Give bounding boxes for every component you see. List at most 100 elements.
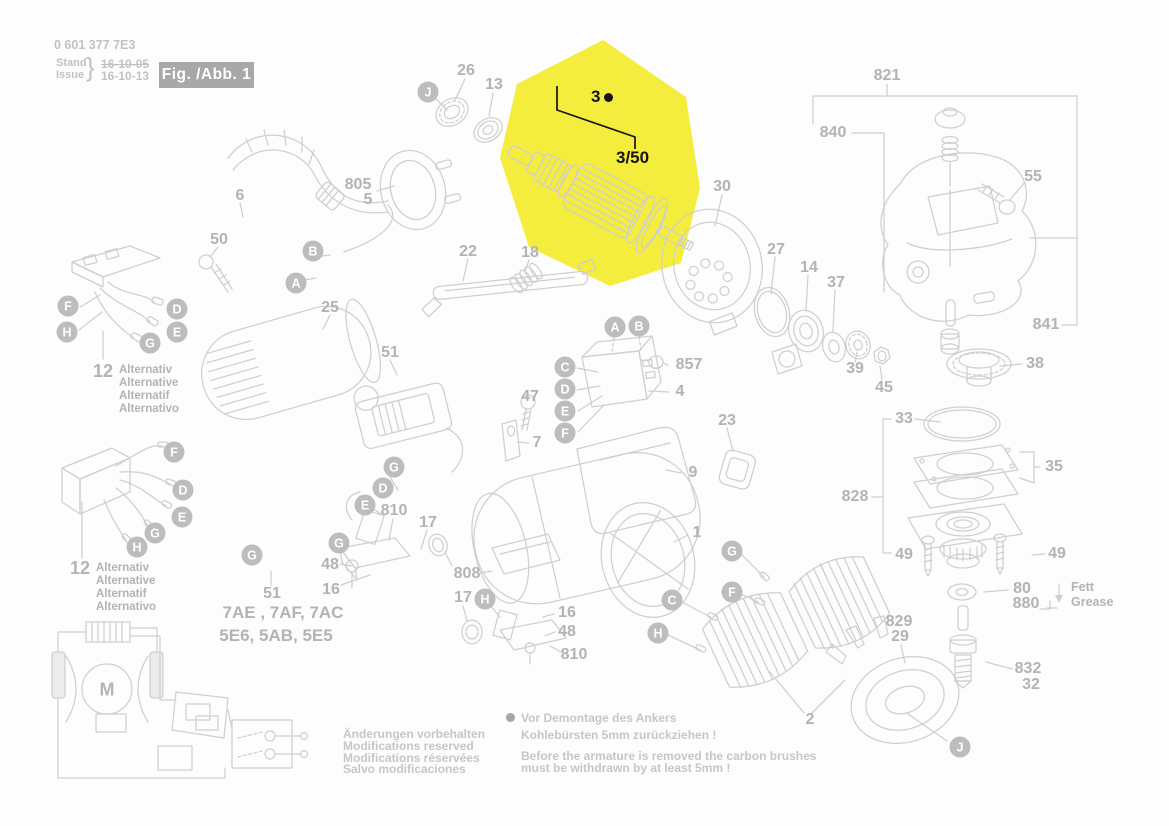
part-label-23-14: 23 — [718, 412, 736, 429]
part-label-4-13: 4 — [675, 383, 685, 400]
part-label-16-47: 16 — [558, 604, 576, 621]
terminal-badge-A-18: A — [604, 316, 626, 338]
terminal-badge-A-2: A — [285, 272, 307, 294]
part-label-810-49: 810 — [560, 646, 588, 663]
warning-en-line2: must be withdrawn by at least 5mm ! — [521, 761, 731, 775]
figure-badge: Fig. /Abb. 1 — [159, 62, 254, 88]
warning-de-line2: Kohlebürsten 5mm zurückziehen ! — [521, 728, 717, 742]
grease-label-en: Grease — [1071, 595, 1114, 609]
part-label-2-17: 2 — [805, 711, 815, 728]
part-label-821-24: 821 — [873, 67, 901, 84]
part-label-48-43: 48 — [321, 556, 339, 573]
terminal-badge-C-20: C — [554, 356, 576, 378]
part-label-37-21: 37 — [827, 274, 845, 291]
part-label-M-52: M — [99, 679, 115, 700]
terminal-badge-C-27: C — [661, 589, 683, 611]
part-label-841-27: 841 — [1032, 316, 1060, 333]
terminal-badge-E-10: E — [171, 506, 193, 528]
part-label-18-8: 18 — [521, 244, 539, 261]
terminal-badge-E-6: E — [166, 321, 188, 343]
part-label-7AE-7AF-7AC-50: 7AE , 7AF, 7AC — [222, 603, 344, 622]
part-label-32-39: 32 — [1022, 676, 1040, 693]
part-label-810-41: 810 — [380, 502, 408, 519]
terminal-badge-F-3: F — [57, 295, 79, 317]
callout-3-50: 3/50 — [616, 148, 650, 167]
part-label-51-9: 51 — [381, 344, 399, 361]
part-label-805-2: 805 — [344, 176, 372, 193]
stand-label: Stand — [56, 57, 87, 69]
part-label-49-33: 49 — [1048, 545, 1066, 562]
revision-note-de: Änderungen vorbehalten — [343, 727, 486, 741]
part-label-27-19: 27 — [767, 241, 785, 258]
part-label-55-26: 55 — [1024, 168, 1042, 185]
terminal-badge-D-21: D — [554, 378, 576, 400]
part-label-5-3: 5 — [363, 191, 373, 208]
date-new: 16-10-13 — [101, 69, 150, 83]
part-label-17-42: 17 — [419, 514, 437, 531]
part-label-22-7: 22 — [459, 243, 477, 260]
part-label-47-10: 47 — [521, 388, 539, 405]
terminal-badge-F-23: F — [554, 422, 576, 444]
terminal-badge-H-4: H — [56, 321, 78, 343]
part-label-17-46: 17 — [454, 589, 472, 606]
part-label-840-25: 840 — [819, 124, 847, 141]
part-label-38-28: 38 — [1026, 355, 1044, 372]
part-label-35-30: 35 — [1045, 458, 1063, 475]
terminal-badge-J-29: J — [949, 736, 971, 758]
terminal-badge-D-9: D — [172, 479, 194, 501]
revision-note-es: Salvo modificaciones — [343, 762, 466, 776]
part-label-14-20: 14 — [800, 259, 818, 276]
part-label-45-23: 45 — [875, 379, 893, 396]
part-label-857-12: 857 — [675, 356, 703, 373]
terminal-badge-D-5: D — [166, 298, 188, 320]
part-label-829-36: 829 — [885, 613, 913, 630]
callout-dot — [604, 93, 614, 102]
part-label-29-37: 29 — [891, 628, 909, 645]
part-label-880-35: 880 — [1012, 595, 1040, 612]
revision-note-en: Modifications reserved — [343, 739, 474, 753]
part-label-48-48: 48 — [558, 623, 576, 640]
part-label-25-6: 25 — [321, 299, 339, 316]
part-label-39-22: 39 — [846, 360, 864, 377]
part-label-13-1: 13 — [485, 76, 503, 93]
part-label-51-45: 51 — [263, 585, 281, 602]
part-label-16-44: 16 — [322, 581, 340, 598]
part-label-33-29: 33 — [895, 410, 913, 427]
part-label-9-15: 9 — [688, 464, 698, 481]
terminal-badge-B-1: B — [302, 240, 324, 262]
part-label-26-0: 26 — [457, 62, 475, 79]
date-old: 16-10-05 — [101, 57, 150, 71]
part-label-80-34: 80 — [1013, 580, 1031, 597]
issue-label: Issue — [56, 69, 85, 81]
terminal-badge-F-26: F — [721, 581, 743, 603]
terminal-badge-B-19: B — [628, 315, 650, 337]
terminal-badge-H-28: H — [647, 622, 669, 644]
document-number: 0 601 377 7E3 — [54, 38, 136, 52]
terminal-badge-G-7: G — [139, 332, 161, 354]
line-art — [51, 78, 1078, 779]
terminal-badge-G-25: G — [721, 540, 743, 562]
terminal-badge-D-15: D — [372, 477, 394, 499]
part-label-6-4: 6 — [235, 187, 245, 204]
revision-note-fr: Modifications réservées — [343, 751, 480, 765]
terminal-badge-G-11: G — [144, 522, 166, 544]
part-label-50-5: 50 — [210, 231, 228, 248]
highlight-region — [500, 40, 700, 286]
callout-3: 3 — [591, 87, 614, 107]
terminal-badge-E-16: E — [354, 494, 376, 516]
warning-en-line1: Before the armature is removed the carbo… — [521, 749, 817, 763]
terminal-badge-E-22: E — [554, 400, 576, 422]
part-label-1-16: 1 — [692, 524, 702, 541]
brace-glyph: } — [86, 52, 95, 82]
warning-bullet — [506, 713, 515, 722]
callout-bracket — [556, 86, 636, 149]
terminal-badge-G-14: G — [383, 456, 405, 478]
part-label-808-40: 808 — [453, 565, 481, 582]
part-label-828-31: 828 — [841, 488, 869, 505]
terminal-badge-F-8: F — [163, 441, 185, 463]
alt-block-number-1: 12 — [70, 558, 91, 578]
part-label-49-32: 49 — [895, 546, 913, 563]
